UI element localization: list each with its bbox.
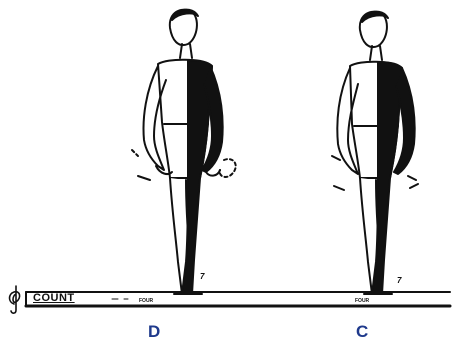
dancer-figure-d (110, 0, 250, 300)
count-word-d: FOUR (139, 298, 153, 304)
beat-mark-d: 7 (200, 272, 204, 281)
beat-mark-c: 7 (397, 276, 401, 285)
count-word-c: FOUR (355, 298, 369, 304)
figure-label-c: C (356, 322, 368, 342)
figure-label-d: D (148, 322, 160, 342)
dancer-figure-c (318, 0, 428, 300)
count-label: COUNT (33, 292, 75, 304)
